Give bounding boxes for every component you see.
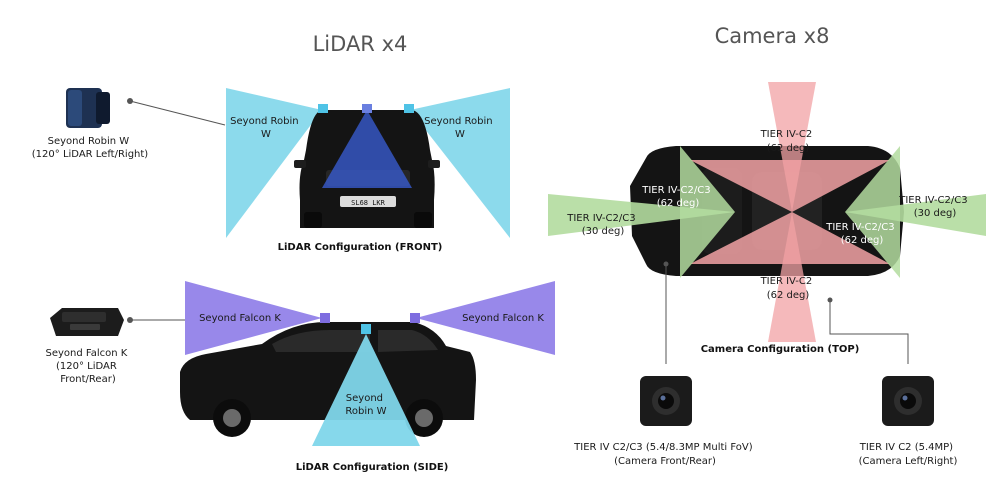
front-left-robin-fov [226,88,322,238]
c2-leader-dot [827,297,833,303]
front-left-fov-label: Seyond Robin W [230,116,302,140]
c2c3-product-label: TIER IV C2/C3 (5.4/8.3MP Multi FoV) (Cam… [573,442,756,467]
c2-product-label: TIER IV C2 (5.4MP) (Camera Left/Right) [859,442,958,467]
robin-w-leader-line [129,100,226,126]
side-center-fov-label: Seyond Robin W [345,393,386,417]
camera-title: Camera x8 [715,24,830,48]
front-caption: LiDAR Configuration (FRONT) [278,242,443,253]
robin-w-product-image [66,88,110,128]
c2c3-camera-product-image [640,376,692,426]
top-upper-camera-label: TIER IV-C2 (62 deg) [760,129,816,154]
side-view-car [180,322,476,437]
top-upper-camera-fov-narrow [768,82,816,212]
falcon-k-product-label: Seyond Falcon K (120° LiDAR Front/Rear) [45,348,130,385]
lidar-title: LiDAR x4 [313,32,408,56]
rear-wide-camera-label: TIER IV-C2/C3 (62 deg) [825,222,898,246]
top-lower-camera-fov-narrow [768,212,816,342]
falcon-k-leader-dot [127,317,133,323]
front-center-robin-fov [322,110,412,188]
front-right-robin-sensor [404,104,414,113]
front-narrow-camera-label: TIER IV-C2/C3 (30 deg) [566,213,639,237]
c2-camera-product-image [882,376,934,426]
side-left-falcon-sensor [320,313,330,323]
rear-narrow-camera-label: TIER IV-C2/C3 (30 deg) [898,195,971,219]
front-left-robin-sensor [318,104,328,113]
front-right-robin-fov [410,88,510,238]
front-right-fov-label: Seyond Robin W [424,116,496,140]
side-center-robin-fov [312,334,420,446]
side-left-falcon-fov [185,281,322,355]
side-right-fov-label: Seyond Falcon K [462,313,544,324]
rear-narrow-camera-fov [845,194,986,236]
c2c3-leader-dot [663,261,669,267]
front-narrow-camera-fov [548,194,735,236]
side-right-falcon-fov [416,281,555,355]
robin-w-product-label: Seyond Robin W (120° LiDAR Left/Right) [32,136,149,160]
c2-leader-line [829,300,909,364]
side-caption: LiDAR Configuration (SIDE) [296,462,449,473]
plate-text: SL68 LKR [351,199,386,207]
top-caption: Camera Configuration (TOP) [701,344,860,355]
side-left-fov-label: Seyond Falcon K [199,313,281,324]
side-center-robin-sensor [361,324,371,334]
falcon-k-product-image [50,308,124,336]
top-lower-camera-label: TIER IV-C2 (62 deg) [760,276,816,301]
robin-w-leader-dot [127,98,133,104]
front-center-robin-sensor [362,104,372,113]
front-wide-camera-label: TIER IV-C2/C3 (62 deg) [641,185,714,209]
side-right-falcon-sensor [410,313,420,323]
